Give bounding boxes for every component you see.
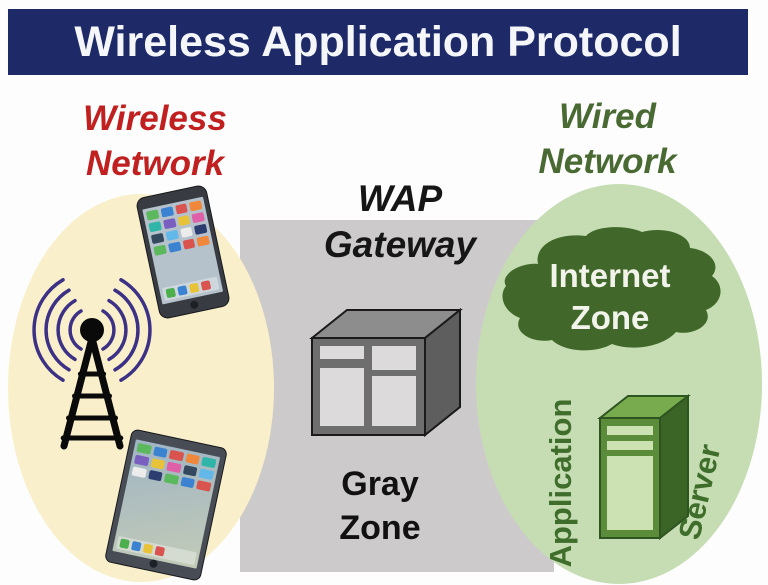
wireless-network-label: Wireless Network	[35, 96, 275, 186]
application-server-label-left: Application	[543, 398, 578, 568]
wap-gateway-label: WAP Gateway	[300, 176, 500, 268]
tablet-app-grid	[131, 442, 217, 492]
home-button	[148, 558, 159, 569]
wap-gateway-line2: Gateway	[323, 224, 477, 265]
internet-zone-line1: Internet	[549, 257, 671, 294]
wap-gateway-line1: WAP	[357, 178, 443, 219]
wired-network-label: Wired Network	[490, 94, 725, 184]
radio-waves-icon	[32, 278, 152, 382]
cell-tower-icon	[32, 278, 152, 450]
wired-network-line1: Wired	[559, 97, 656, 136]
smartphone-app-grid	[145, 200, 210, 256]
page-title: Wireless Application Protocol	[74, 17, 682, 66]
gray-zone-label: Gray Zone	[290, 462, 470, 550]
server-tower-icon	[597, 393, 691, 541]
gateway-box-icon	[309, 307, 463, 438]
wired-network-line2: Network	[538, 142, 677, 181]
smartphone-screen	[142, 196, 224, 305]
internet-zone-label: Internet Zone	[497, 255, 723, 339]
wireless-network-line2: Network	[85, 144, 225, 183]
internet-zone-blob	[502, 227, 721, 351]
wireless-network-line1: Wireless	[83, 99, 227, 138]
internet-zone-line2: Zone	[570, 299, 650, 336]
tablet-screen	[112, 439, 221, 569]
gray-zone-line1: Gray	[341, 465, 419, 503]
home-button	[189, 300, 199, 310]
smartphone-dock	[162, 276, 220, 301]
title-bar: Wireless Application Protocol	[8, 9, 748, 75]
gray-zone-line2: Zone	[339, 509, 421, 547]
